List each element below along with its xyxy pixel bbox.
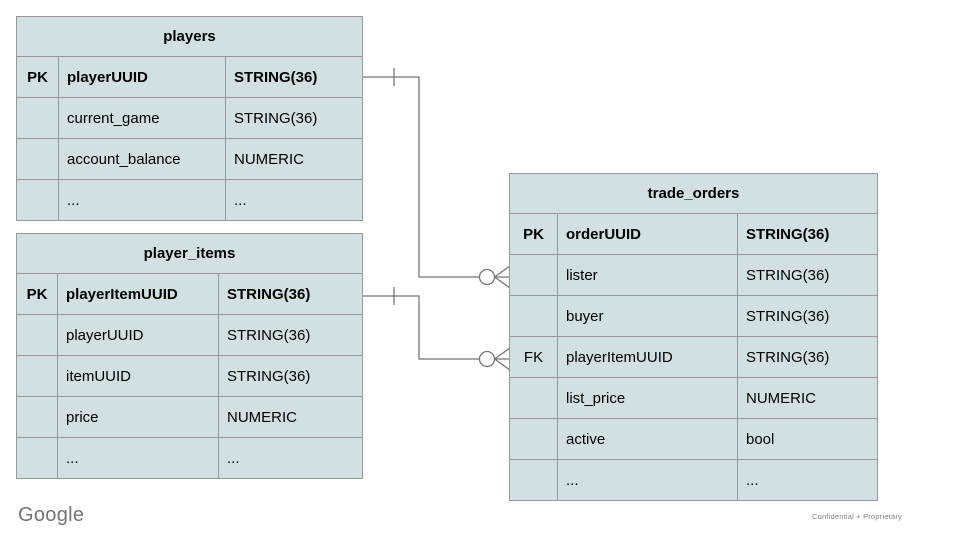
field-type-cell: STRING(36) bbox=[737, 254, 878, 296]
field-name-cell: ... bbox=[57, 437, 219, 479]
google-logo: Google bbox=[18, 504, 85, 526]
field-type-cell: NUMERIC bbox=[218, 396, 363, 438]
field-key-cell bbox=[16, 437, 58, 479]
field-type-cell: ... bbox=[218, 437, 363, 479]
field-name-cell: ... bbox=[58, 179, 226, 221]
field-type-cell: ... bbox=[225, 179, 363, 221]
connector-path bbox=[362, 76, 479, 278]
field-key-cell bbox=[16, 97, 59, 139]
field-name-cell: current_game bbox=[58, 97, 226, 139]
entity-title: player_items bbox=[16, 233, 363, 274]
field-type-cell: STRING(36) bbox=[225, 97, 363, 139]
field-name-cell: playerUUID bbox=[57, 314, 219, 356]
field-type-cell: NUMERIC bbox=[737, 377, 878, 419]
relationship-player-items-trade-orders bbox=[362, 287, 511, 371]
field-name-cell: orderUUID bbox=[557, 213, 738, 255]
field-key-cell bbox=[509, 459, 558, 501]
entity-field-row: ...... bbox=[16, 437, 363, 479]
crow-foot-icon bbox=[494, 347, 511, 371]
field-key-cell bbox=[16, 396, 58, 438]
field-key-cell bbox=[509, 254, 558, 296]
field-type-cell: STRING(36) bbox=[218, 355, 363, 397]
field-type-cell: ... bbox=[737, 459, 878, 501]
entity-title: players bbox=[16, 16, 363, 57]
confidential-note: Confidential + Proprietary bbox=[811, 512, 902, 521]
field-type-cell: STRING(36) bbox=[225, 56, 363, 98]
field-type-cell: bool bbox=[737, 418, 878, 460]
connector-path bbox=[362, 295, 479, 360]
field-type-cell: STRING(36) bbox=[218, 273, 363, 315]
field-key-cell bbox=[509, 418, 558, 460]
entity-header-row: player_items bbox=[16, 233, 363, 274]
relationship-players-trade-orders bbox=[362, 68, 511, 289]
cardinality-zero-circle-icon bbox=[478, 350, 496, 368]
crow-foot-icon bbox=[494, 265, 511, 289]
entity-field-row: ...... bbox=[16, 179, 363, 221]
field-key-cell bbox=[16, 179, 59, 221]
cardinality-zero-circle-icon bbox=[478, 268, 496, 286]
field-key-cell bbox=[16, 355, 58, 397]
entity-header-row: players bbox=[16, 16, 363, 57]
field-key-cell: FK bbox=[509, 336, 558, 378]
field-key-cell bbox=[16, 314, 58, 356]
field-name-cell: list_price bbox=[557, 377, 738, 419]
field-type-cell: STRING(36) bbox=[737, 213, 878, 255]
field-name-cell: lister bbox=[557, 254, 738, 296]
entity-field-row: ...... bbox=[509, 459, 878, 501]
entity-title: trade_orders bbox=[509, 173, 878, 214]
field-type-cell: STRING(36) bbox=[737, 295, 878, 337]
field-key-cell: PK bbox=[16, 56, 59, 98]
field-key-cell bbox=[509, 295, 558, 337]
field-name-cell: playerItemUUID bbox=[57, 273, 219, 315]
field-key-cell: PK bbox=[16, 273, 58, 315]
field-key-cell bbox=[16, 138, 59, 180]
field-name-cell: active bbox=[557, 418, 738, 460]
entity-header-row: trade_orders bbox=[509, 173, 878, 214]
field-name-cell: playerItemUUID bbox=[557, 336, 738, 378]
field-type-cell: NUMERIC bbox=[225, 138, 363, 180]
field-name-cell: playerUUID bbox=[58, 56, 226, 98]
field-key-cell bbox=[509, 377, 558, 419]
field-name-cell: itemUUID bbox=[57, 355, 219, 397]
field-name-cell: account_balance bbox=[58, 138, 226, 180]
field-name-cell: buyer bbox=[557, 295, 738, 337]
field-type-cell: STRING(36) bbox=[737, 336, 878, 378]
field-name-cell: ... bbox=[557, 459, 738, 501]
field-type-cell: STRING(36) bbox=[218, 314, 363, 356]
field-key-cell: PK bbox=[509, 213, 558, 255]
field-name-cell: price bbox=[57, 396, 219, 438]
